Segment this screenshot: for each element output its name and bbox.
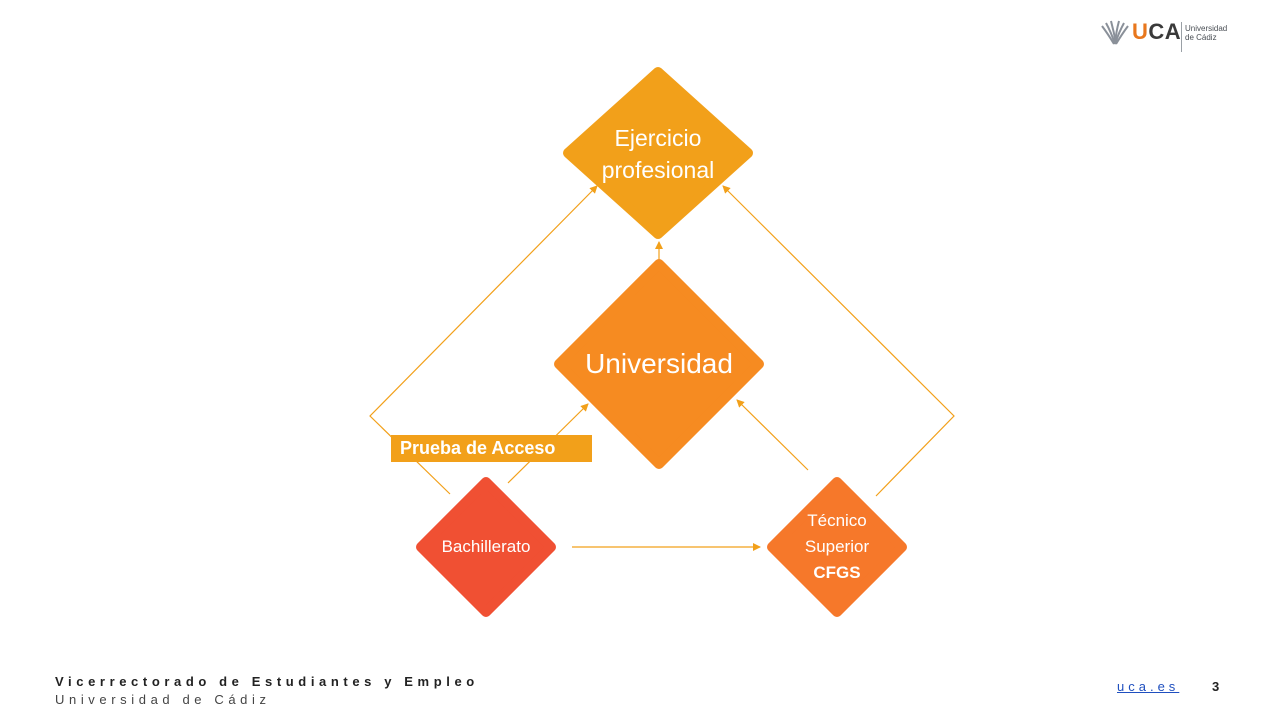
logo-subtitle-line1: Universidad bbox=[1185, 24, 1228, 33]
page-number: 3 bbox=[1212, 679, 1220, 694]
logo-divider bbox=[1181, 22, 1182, 52]
logo-wordmark-u: U bbox=[1132, 19, 1149, 44]
node-bachillerato-label: Bachillerato bbox=[441, 537, 531, 556]
node-ejercicio-line2: profesional bbox=[601, 157, 715, 183]
node-ejercicio-line1: Ejercicio bbox=[614, 125, 702, 151]
footer-website-link[interactable]: uca.es bbox=[1117, 679, 1180, 694]
node-tecnico-line2: Superior bbox=[804, 537, 870, 556]
logo-wordmark-rest: CA bbox=[1148, 19, 1182, 44]
logo-subtitle-line2: de Cádiz bbox=[1185, 33, 1217, 42]
footer-organization: Vicerrectorado de Estudiantes y Empleo U… bbox=[55, 674, 479, 707]
node-tecnico-line1: Técnico bbox=[807, 511, 867, 530]
diamond-ejercicio-profesional bbox=[563, 67, 753, 239]
diamond-bachillerato bbox=[416, 477, 556, 617]
node-tecnico-superior-label: Técnico Superior CFGS bbox=[772, 508, 902, 586]
arrow-tecnico-to-ejercicio bbox=[722, 185, 955, 497]
uca-logo: UCA Universidad de Cádiz bbox=[1098, 16, 1238, 56]
node-universidad-label: Universidad bbox=[585, 348, 733, 379]
node-ejercicio-profesional-label: Ejercicio profesional bbox=[588, 122, 728, 186]
logo-wordmark: UCA bbox=[1132, 19, 1181, 45]
diamond-tecnico-superior bbox=[767, 477, 907, 617]
footer-department: Vicerrectorado de Estudiantes y Empleo bbox=[55, 674, 479, 689]
arrow-tecnico-to-universidad bbox=[736, 399, 809, 471]
uca-emblem-icon bbox=[1101, 20, 1129, 45]
prueba-de-acceso-label: Prueba de Acceso bbox=[391, 435, 592, 462]
node-tecnico-line3: CFGS bbox=[813, 563, 861, 582]
arrow-bachillerato-to-ejercicio bbox=[369, 185, 598, 495]
footer-university: Universidad de Cádiz bbox=[55, 692, 271, 707]
diamond-universidad bbox=[554, 259, 764, 469]
logo-subtitle: Universidad de Cádiz bbox=[1185, 24, 1227, 42]
